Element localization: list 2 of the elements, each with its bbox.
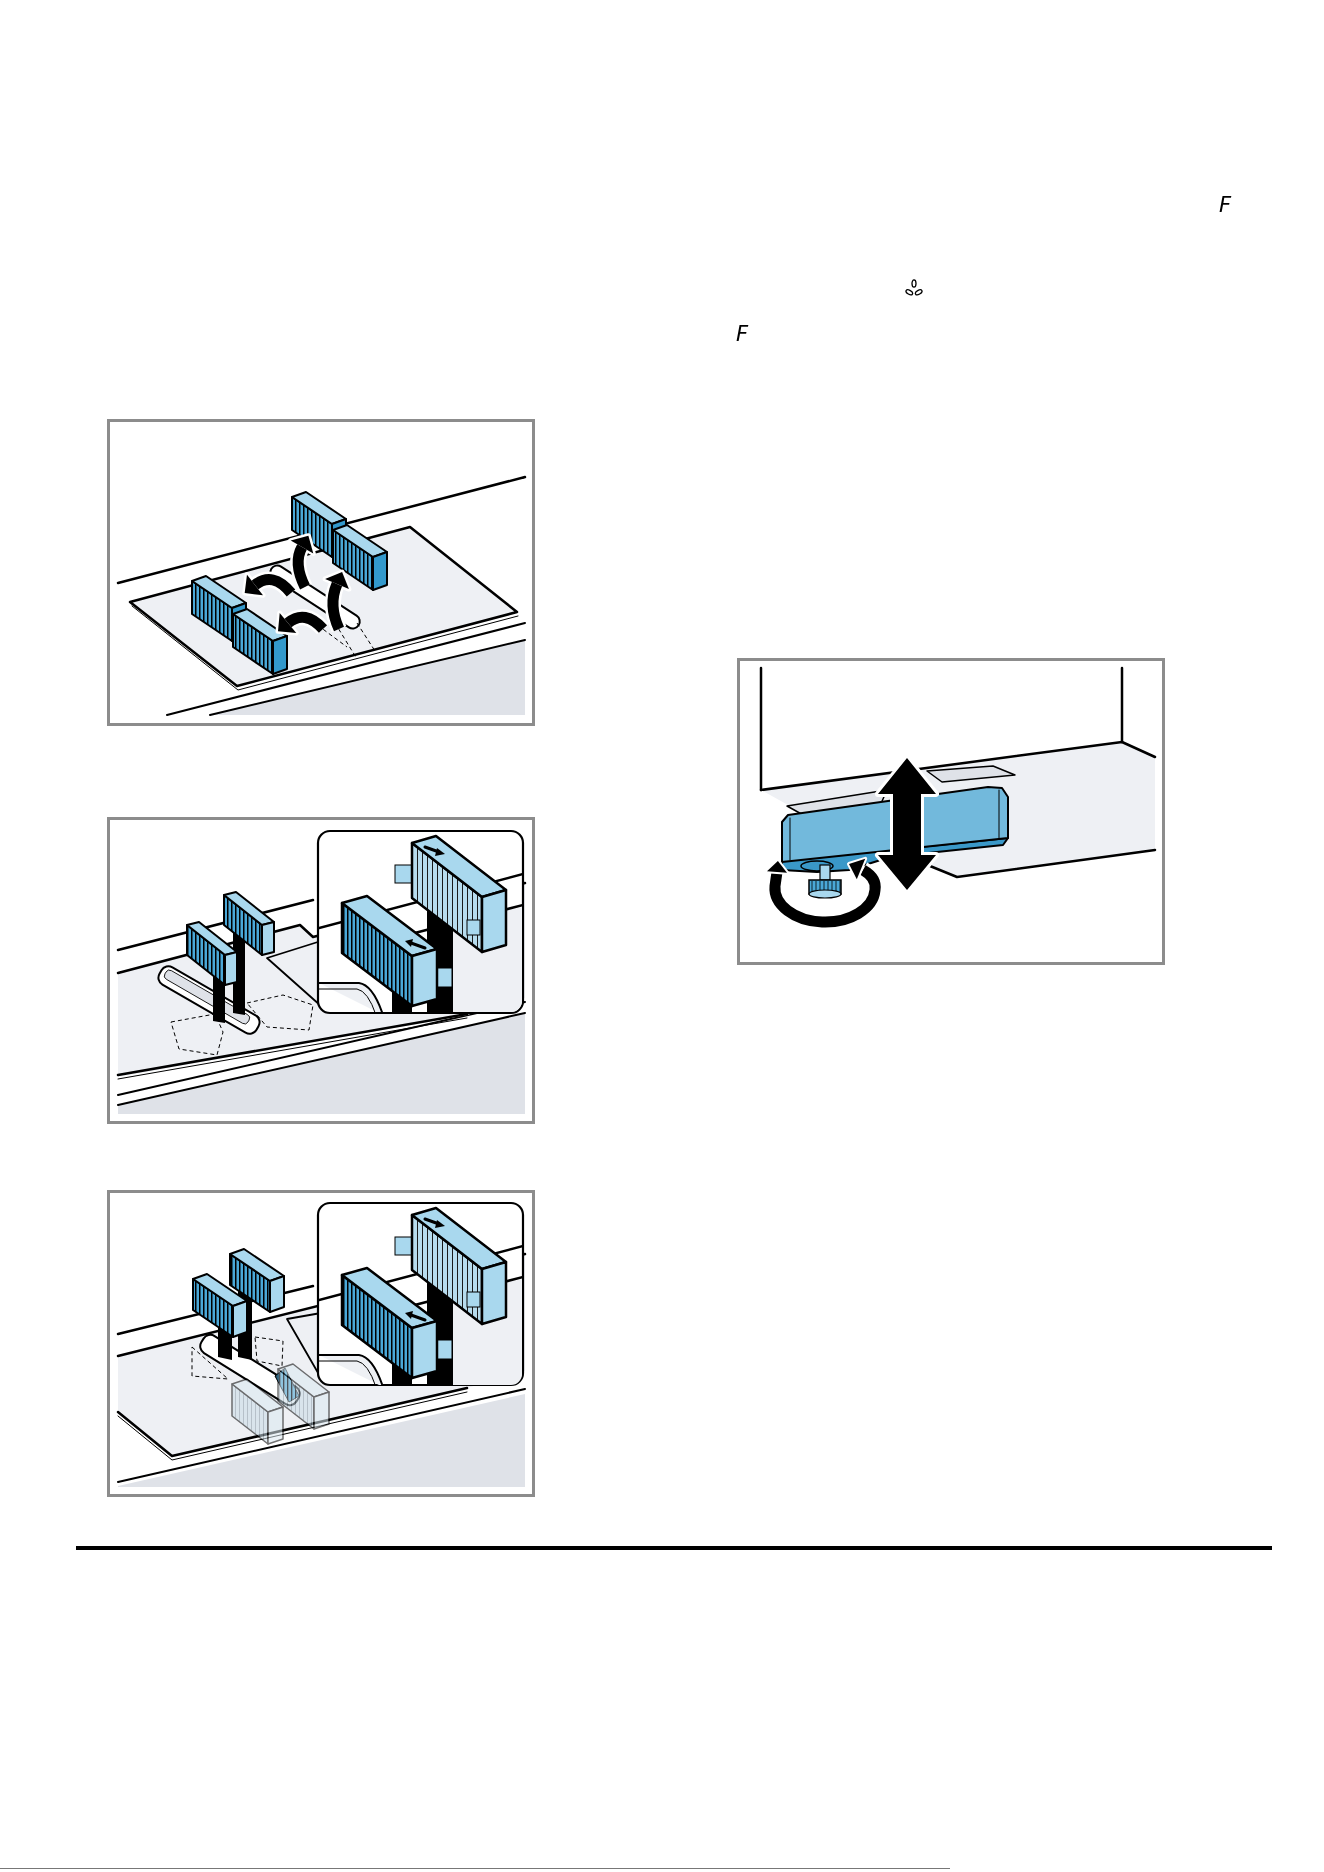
display-letter: F bbox=[736, 324, 749, 345]
display-letter: F bbox=[1219, 195, 1232, 216]
